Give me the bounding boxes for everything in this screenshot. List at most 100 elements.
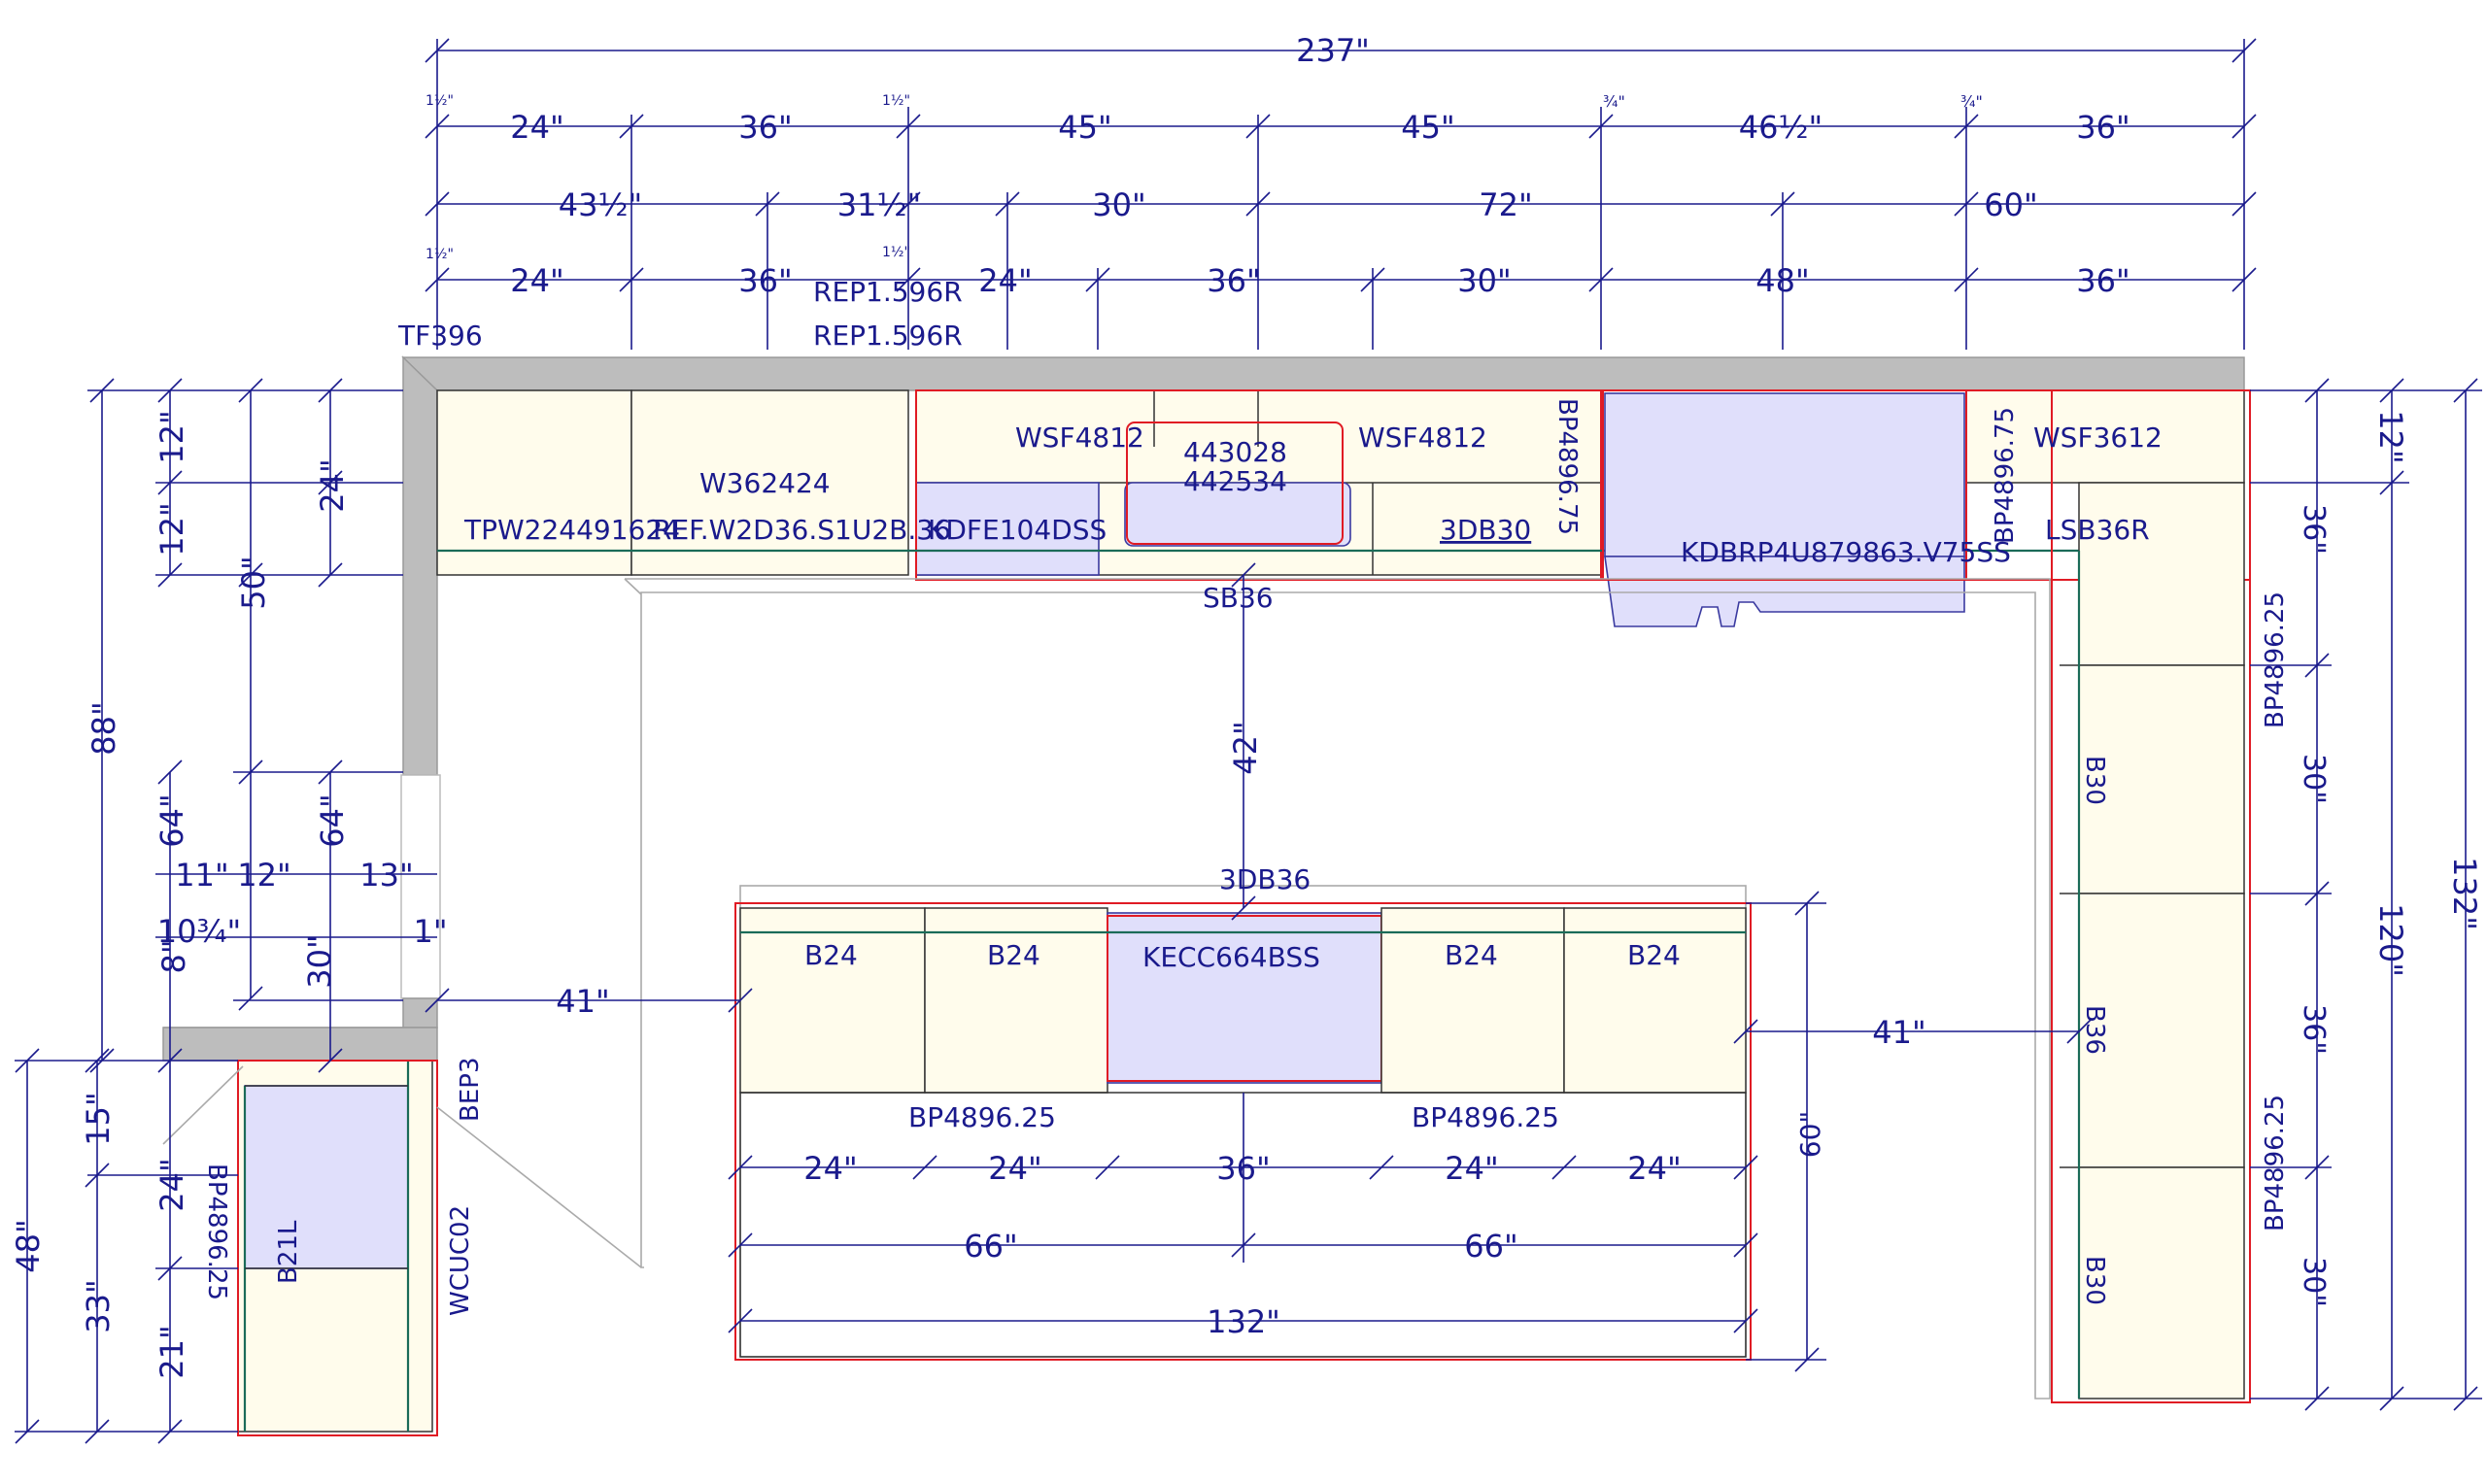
dimension-tick <box>896 114 921 139</box>
upper-cabinet-1 <box>436 389 632 576</box>
dimension-tick <box>1588 114 1614 139</box>
lower-left-diag <box>162 1065 244 1145</box>
dim-small-2: 1½" <box>882 93 910 109</box>
dimension-tick <box>1733 1019 1758 1044</box>
dim-island-b1: 24" <box>803 1150 857 1187</box>
label-b21l: B21L <box>274 1220 303 1284</box>
sink-outline <box>1126 422 1344 545</box>
walls <box>162 355 2245 1062</box>
dimension-tick <box>1360 267 1385 292</box>
label-sb36: SB36 <box>1203 582 1274 614</box>
dim-small-3: ¾" <box>1603 92 1625 111</box>
dimension-tick <box>1588 267 1614 292</box>
dim-small-1: 1½" <box>426 93 454 109</box>
label-bp-a: BP4896.75 <box>1552 398 1582 535</box>
lsb36r-cabinet <box>2078 482 2245 666</box>
label-lsb36r: LSB36R <box>2045 514 2150 546</box>
upper-cabinet-w362424 <box>630 389 909 576</box>
dimension-tick <box>2304 653 2330 678</box>
upper-cabinet-wsf3612 <box>1965 389 2245 484</box>
dim-top-3-5: 30" <box>1457 262 1511 299</box>
dimension-tick <box>157 378 183 403</box>
dim-top-2-2: 31½" <box>837 186 921 223</box>
top-run <box>436 389 2251 1400</box>
counter-outline <box>625 578 2051 1400</box>
dimension-tick <box>157 759 183 785</box>
dimension-tick <box>1245 191 1271 217</box>
dimension-tick <box>1369 1155 1394 1180</box>
dim-left-13: 13" <box>359 857 413 894</box>
island <box>734 885 1752 1361</box>
label-bp-b: BP4896.75 <box>1991 407 2020 544</box>
dimension-tick <box>2453 1386 2478 1411</box>
dimension-tick <box>912 1155 937 1180</box>
label-b30a: B30 <box>2080 756 2109 805</box>
label-bp-f: BP4896.25 <box>1412 1101 1559 1133</box>
dim-island-b3: 36" <box>1216 1150 1270 1187</box>
label-b24b: B24 <box>987 939 1040 971</box>
label-bp-c: BP4896.25 <box>2261 591 2290 728</box>
dim-top-1-1: 24" <box>510 109 563 146</box>
dimension-tick <box>1733 1308 1758 1333</box>
dimension-tick <box>728 988 753 1013</box>
dimension-tick <box>318 1048 343 1073</box>
dimension-tick <box>2453 378 2478 403</box>
dimension-tick <box>2066 1019 2092 1044</box>
dim-left-88-text: 88" <box>85 701 122 755</box>
b30-cabinet-1 <box>2078 664 2245 894</box>
dim-right-132-text: 132" <box>2446 857 2483 930</box>
dim-right-in-1: 36" <box>2297 504 2331 555</box>
dim-small-5: 1½" <box>426 247 454 262</box>
dimension-tick <box>318 562 343 588</box>
dimension-ticks <box>15 38 2478 1444</box>
label-wsf1: WSF4812 <box>1015 422 1144 454</box>
dimension-tick <box>2304 881 2330 906</box>
dimension-tick <box>2379 378 2404 403</box>
b21l-appliance <box>244 1085 409 1269</box>
dim-top-1-5: 46½" <box>1739 109 1823 146</box>
dimension-tick <box>157 470 183 495</box>
dim-top-1-3: 45" <box>1058 109 1111 146</box>
dimension-tick <box>896 267 921 292</box>
dimension-tick <box>157 1256 183 1281</box>
dim-left-11: 11" <box>175 857 228 894</box>
dimension-tick <box>425 988 450 1013</box>
dim-left-48-text: 48" <box>10 1219 47 1272</box>
b21l-outline <box>237 1060 438 1436</box>
dimension-tick <box>425 267 450 292</box>
label-wcuc: WCUC02 <box>446 1205 475 1316</box>
label-kdbrp: KDBRP4U879863.V75SS <box>1681 536 2011 568</box>
dimension-tick <box>238 562 263 588</box>
dim-island-total: 132" <box>1207 1303 1280 1340</box>
lower-left-wall <box>163 997 438 1029</box>
dimension-tick <box>1245 114 1271 139</box>
label-kdfe: KDFE104DSS <box>928 514 1107 546</box>
dim-right-120-text: 120" <box>2372 903 2409 977</box>
dim-aisle-text: 42" <box>1227 721 1264 774</box>
label-wsf2: WSF4812 <box>1358 422 1487 454</box>
refrigerator-doors <box>1604 556 1965 627</box>
dim-top-3-3: 24" <box>978 262 1032 299</box>
dimension-tick <box>238 759 263 785</box>
label-wsf3612: WSF3612 <box>2033 422 2163 454</box>
dimension-tick <box>2379 1386 2404 1411</box>
dim-small-6: 1½" <box>882 245 910 260</box>
dim-island-c2: 66" <box>1464 1228 1517 1265</box>
label-bp-e: BP4896.25 <box>908 1101 1056 1133</box>
dimension-tick <box>1231 1232 1256 1258</box>
dimension-tick <box>1954 191 1979 217</box>
dimension-tick <box>1770 191 1795 217</box>
b24-2 <box>924 907 1108 1094</box>
dim-island-c1: 66" <box>964 1228 1017 1265</box>
dimension-tick <box>157 562 183 588</box>
dim-left-10: 10¾" <box>157 913 241 950</box>
dimension-tick <box>728 1308 753 1333</box>
dim-top-3-2: 36" <box>738 262 792 299</box>
dimension-tick <box>1733 1155 1758 1180</box>
dim-top-3-4: 36" <box>1207 262 1260 299</box>
dim-top-2-5: 60" <box>1984 186 2037 223</box>
dim-small-4: ¾" <box>1960 92 1983 111</box>
dim-island-b2: 24" <box>988 1150 1041 1187</box>
dimension-tick <box>425 38 450 63</box>
dimension-tick <box>619 114 644 139</box>
